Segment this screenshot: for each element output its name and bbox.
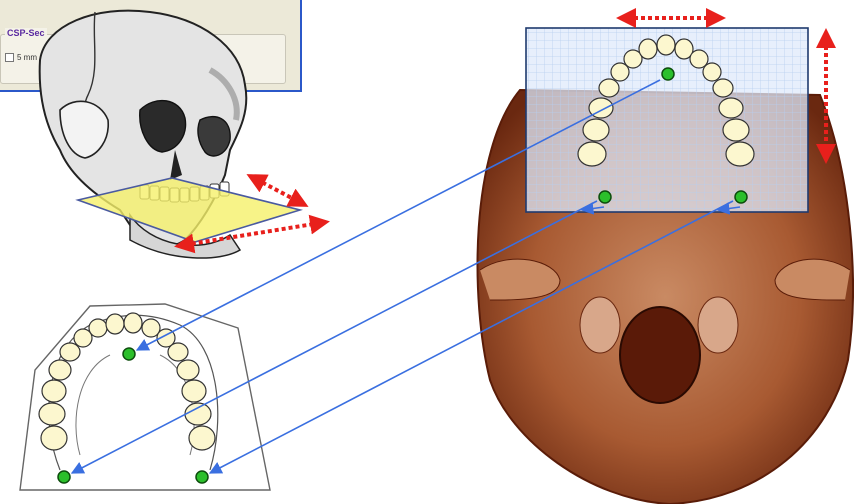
ct-landmark-incisive[interactable]	[662, 68, 674, 80]
ct-landmark-right-tuber[interactable]	[735, 191, 747, 203]
cast-landmark-incisive[interactable]	[123, 348, 135, 360]
cast-landmark-left-tuber[interactable]	[58, 471, 70, 483]
ct-maxilla-grid	[526, 28, 808, 212]
foramen-magnum	[620, 307, 700, 403]
cast-landmark-right-tuber[interactable]	[196, 471, 208, 483]
ct-landmark-left-tuber[interactable]	[599, 191, 611, 203]
